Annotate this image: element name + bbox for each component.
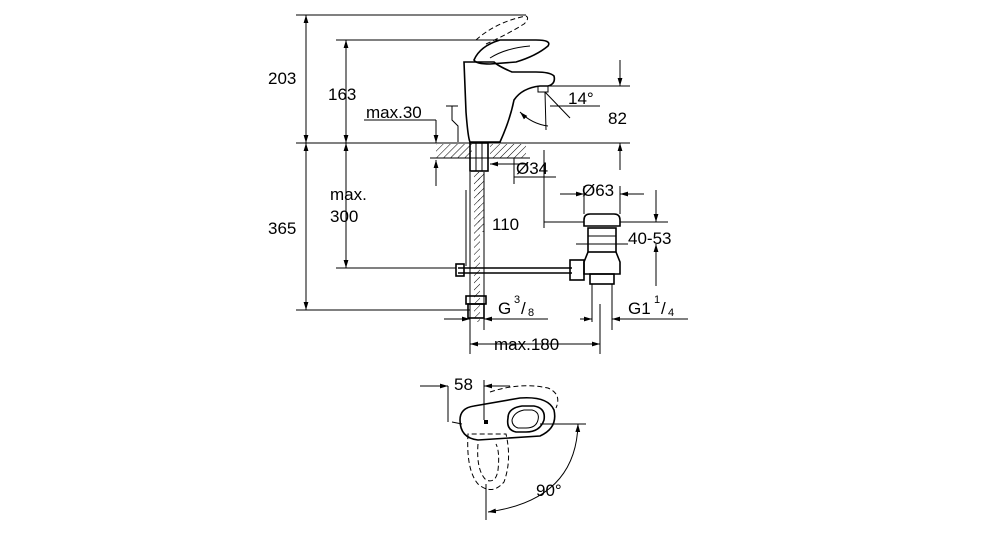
pop-up-waste <box>576 213 628 322</box>
dim-spout-angle: 14° <box>568 89 594 108</box>
dim-connection-right-prefix: G1 <box>628 299 651 318</box>
faucet-top-view <box>420 380 586 520</box>
dim-handle-width: 58 <box>454 375 473 394</box>
dim-rod-offset: 110 <box>492 215 519 234</box>
dim-connection-right-slash: / <box>661 299 666 318</box>
dim-spout-reach: 82 <box>608 109 627 128</box>
dim-below-deck: 365 <box>268 219 296 238</box>
dim-connection-left-den: 8 <box>528 307 534 319</box>
dim-pop-up-rod: max.30 <box>366 103 422 122</box>
dim-total-height: 203 <box>268 69 296 88</box>
dim-connection-right-den: 4 <box>668 307 674 319</box>
dim-waste-height: 40-53 <box>628 229 671 248</box>
faucet-side-view <box>446 15 556 143</box>
dim-waste-diameter: Ø63 <box>582 181 614 200</box>
dim-connection-left-num: 3 <box>514 294 520 306</box>
deck-section <box>296 142 630 322</box>
dim-connection-right: G1 1 / 4 <box>628 294 674 319</box>
dim-hole-diameter: Ø34 <box>516 159 548 178</box>
dim-connection-right-num: 1 <box>654 294 660 306</box>
dim-connection-left-prefix: G <box>498 299 511 318</box>
dim-rotation-angle: 90° <box>536 481 562 500</box>
dim-spout-height: 163 <box>328 85 356 104</box>
dim-max-180: max.180 <box>494 335 559 354</box>
dim-max-label: max. <box>330 185 367 204</box>
dim-max-value: 300 <box>330 207 358 226</box>
dim-connection-left-slash: / <box>521 299 526 318</box>
dimension-lines <box>296 14 688 354</box>
dim-connection-left: G 3 / 8 <box>498 294 534 319</box>
